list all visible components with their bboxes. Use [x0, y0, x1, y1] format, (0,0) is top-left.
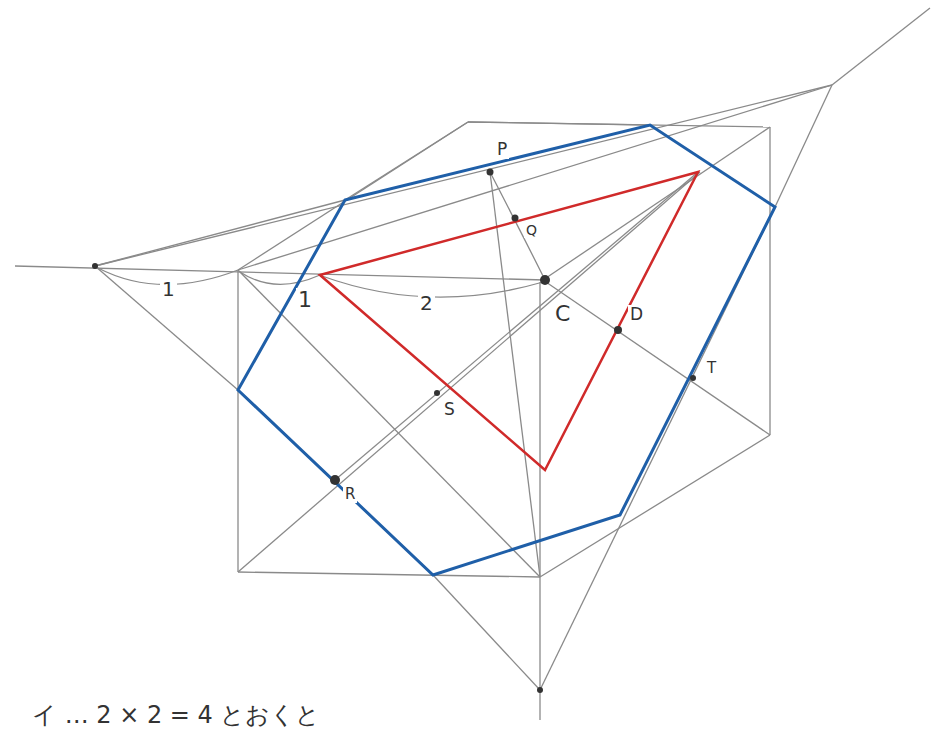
note-text: イ … 2 × 2 = 4 とおくと: [30, 702, 322, 728]
point-label: R: [343, 486, 357, 503]
point-label: D: [628, 305, 645, 324]
length-label: 1: [160, 278, 177, 300]
point-label: Q: [524, 222, 539, 238]
point-label: C: [553, 302, 572, 326]
length-label: 1: [296, 288, 314, 312]
point-label: S: [442, 400, 457, 419]
point-label: T: [705, 360, 718, 377]
point-label: P: [495, 140, 509, 159]
length-label: 2: [418, 292, 435, 314]
